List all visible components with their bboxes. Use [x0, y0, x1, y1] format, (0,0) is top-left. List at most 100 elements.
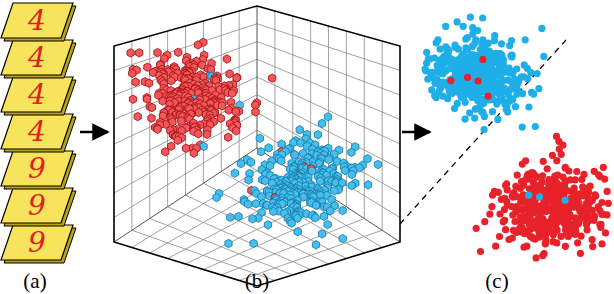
scatter-point	[445, 47, 452, 54]
cube-edge	[114, 148, 257, 242]
scatter-point	[451, 105, 458, 112]
scatter-point	[544, 208, 551, 215]
scatter-point	[445, 58, 452, 65]
scatter-point	[462, 116, 469, 123]
scatter-point	[540, 158, 547, 165]
tile-face	[1, 40, 73, 75]
scatter-point	[549, 238, 556, 245]
feature-point	[136, 49, 143, 57]
grid-line	[239, 11, 240, 160]
scatter-point	[553, 133, 560, 140]
scatter-point	[534, 70, 541, 77]
feature-point	[231, 169, 238, 177]
scatter-point	[517, 218, 524, 225]
feature-point	[264, 221, 271, 229]
scatter-point	[576, 206, 583, 213]
feature-point	[154, 124, 161, 132]
feature-point	[269, 74, 276, 82]
feature-point	[252, 108, 259, 116]
feature-point	[249, 215, 256, 223]
scatter-point	[547, 195, 554, 202]
scatter-point	[523, 243, 530, 250]
digit-glyph: 4	[28, 118, 46, 146]
feature-point	[227, 213, 234, 221]
digit-tile	[1, 151, 76, 189]
scatter-point	[447, 77, 454, 84]
scatter-point	[578, 214, 585, 221]
grid-line	[346, 31, 347, 207]
feature-point	[348, 170, 355, 178]
scatter-point	[493, 100, 500, 107]
scatter-point	[592, 191, 599, 198]
tile-face	[1, 114, 73, 149]
scatter-point	[509, 95, 516, 102]
feature-point	[237, 159, 244, 167]
feature-point	[225, 239, 232, 247]
scatter-point	[577, 191, 584, 198]
scatter-point	[559, 182, 566, 189]
feature-point	[223, 55, 230, 63]
feature-point	[291, 151, 298, 159]
feature-cube	[114, 6, 400, 286]
scatter-point	[477, 248, 484, 255]
cube-edge	[257, 6, 258, 148]
grid-line	[257, 130, 400, 217]
grid-line	[239, 160, 382, 248]
scatter-point	[457, 84, 464, 91]
grid-line	[257, 113, 400, 194]
flow-arrow	[402, 131, 430, 134]
feature-point	[232, 107, 239, 115]
scatter-point	[454, 70, 461, 77]
decision-boundary	[400, 40, 566, 224]
flow-arrow	[80, 131, 108, 134]
tile-face	[1, 225, 73, 260]
scatter-point	[535, 85, 542, 92]
scatter-point	[464, 74, 471, 81]
scatter-point	[460, 50, 467, 57]
scatter-point	[565, 167, 572, 174]
feature-point	[265, 144, 272, 152]
scatter-point	[600, 164, 607, 171]
scatter-point	[464, 34, 471, 41]
scatter-point	[510, 227, 517, 234]
scatter-point	[554, 192, 561, 199]
tile-face	[1, 188, 73, 223]
scatter-point	[602, 229, 609, 236]
grid-line	[382, 41, 383, 230]
digit-glyph: 4	[28, 7, 46, 35]
scatter-point	[466, 109, 473, 116]
scatter-point	[530, 91, 537, 98]
scatter-point	[471, 115, 478, 122]
scatter-point	[488, 203, 495, 210]
feature-point	[244, 200, 251, 208]
grid-line	[186, 195, 329, 264]
feature-point	[261, 177, 268, 185]
feature-point	[318, 119, 325, 127]
grid-line	[186, 195, 329, 264]
digit-glyph: 9	[28, 192, 46, 220]
scatter-point	[494, 57, 501, 64]
scatter-point	[479, 14, 486, 21]
feature-point	[225, 106, 232, 114]
scatter-point	[525, 192, 532, 199]
scatter-point	[521, 228, 528, 235]
feature-point	[132, 78, 139, 86]
feature-point	[178, 117, 185, 125]
feature-point	[233, 127, 240, 135]
feature-point	[296, 126, 303, 134]
scatter-point	[544, 165, 551, 172]
feature-point	[169, 118, 176, 126]
scatter-point	[481, 218, 488, 225]
feature-point	[203, 130, 210, 138]
grid-line	[257, 95, 400, 169]
feature-point	[331, 187, 338, 195]
grid-line	[114, 77, 257, 144]
scatter-point	[585, 204, 592, 211]
scatter-point	[522, 36, 529, 43]
feature-point	[162, 148, 169, 156]
scatter-point	[512, 103, 519, 110]
digit-tile	[1, 225, 76, 263]
scatter-point	[491, 32, 498, 39]
feature-point	[182, 144, 189, 152]
